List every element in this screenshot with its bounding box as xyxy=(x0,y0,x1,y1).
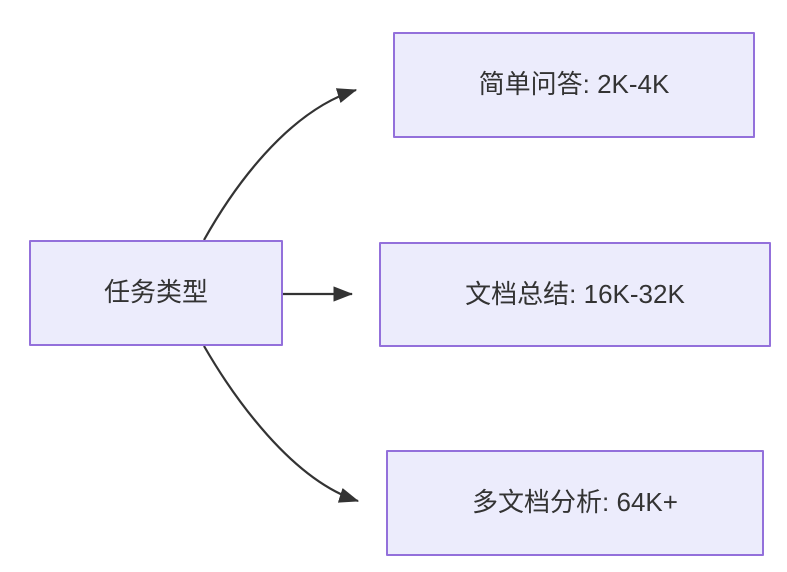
node-doc-summary[interactable]: 文档总结: 16K-32K xyxy=(379,242,771,347)
node-multi-doc[interactable]: 多文档分析: 64K+ xyxy=(386,450,764,556)
node-simple-qa-label: 简单问答: 2K-4K xyxy=(478,69,670,100)
edge-root-to-simple-qa xyxy=(203,88,358,241)
node-doc-summary-label: 文档总结: 16K-32K xyxy=(465,278,685,309)
edge-root-to-multi-doc xyxy=(203,345,360,503)
node-multi-doc-label: 多文档分析: 64K+ xyxy=(472,487,678,518)
node-simple-qa[interactable]: 简单问答: 2K-4K xyxy=(393,32,755,138)
node-task-type[interactable]: 任务类型 xyxy=(29,240,283,346)
node-task-type-label: 任务类型 xyxy=(103,277,208,308)
